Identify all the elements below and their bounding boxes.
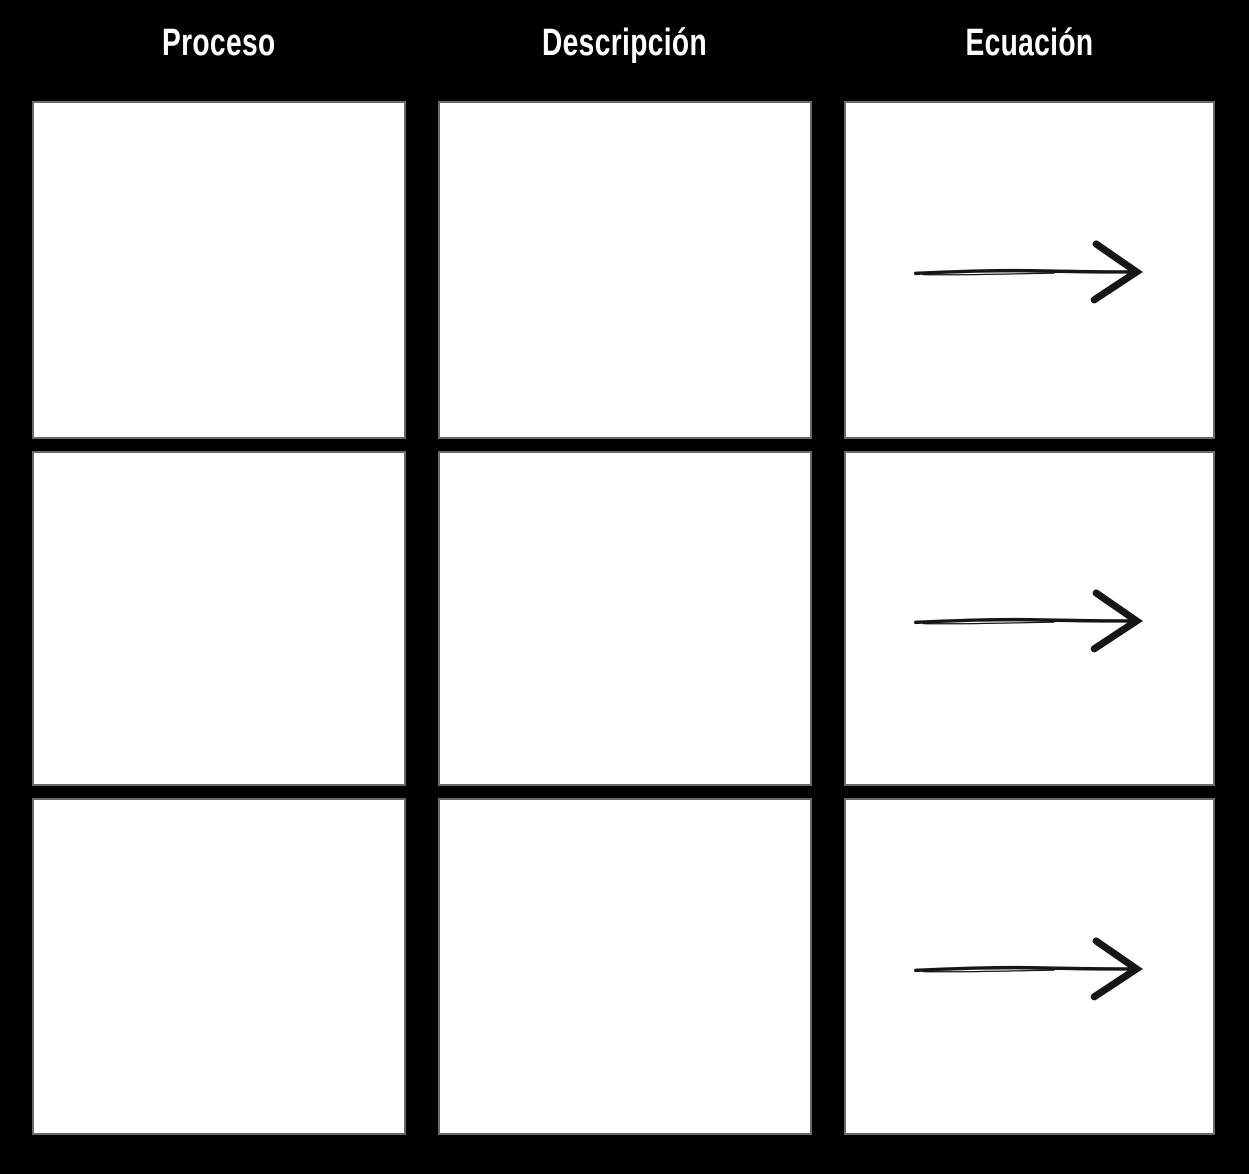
cell-row1-proceso bbox=[32, 101, 406, 439]
right-arrow-icon bbox=[913, 240, 1143, 304]
cell-row2-proceso bbox=[32, 451, 406, 786]
cell-row1-descripcion bbox=[438, 101, 812, 439]
column-header-label: Ecuación bbox=[965, 22, 1094, 64]
cell-row1-ecuacion bbox=[844, 101, 1215, 439]
cell-row3-ecuacion bbox=[844, 798, 1215, 1135]
worksheet-grid bbox=[0, 101, 1249, 1135]
column-header-proceso: Proceso bbox=[32, 0, 406, 101]
cell-row2-descripcion bbox=[438, 451, 812, 786]
cell-row2-ecuacion bbox=[844, 451, 1215, 786]
column-header-label: Descripción bbox=[542, 22, 708, 64]
cell-row3-proceso bbox=[32, 798, 406, 1135]
column-header-descripcion: Descripción bbox=[438, 0, 812, 101]
right-arrow-icon bbox=[913, 936, 1143, 1000]
right-arrow-icon bbox=[913, 588, 1143, 652]
cell-row3-descripcion bbox=[438, 798, 812, 1135]
table-header-row: Proceso Descripción Ecuación bbox=[0, 0, 1249, 101]
column-header-label: Proceso bbox=[162, 22, 276, 64]
column-header-ecuacion: Ecuación bbox=[844, 0, 1215, 101]
